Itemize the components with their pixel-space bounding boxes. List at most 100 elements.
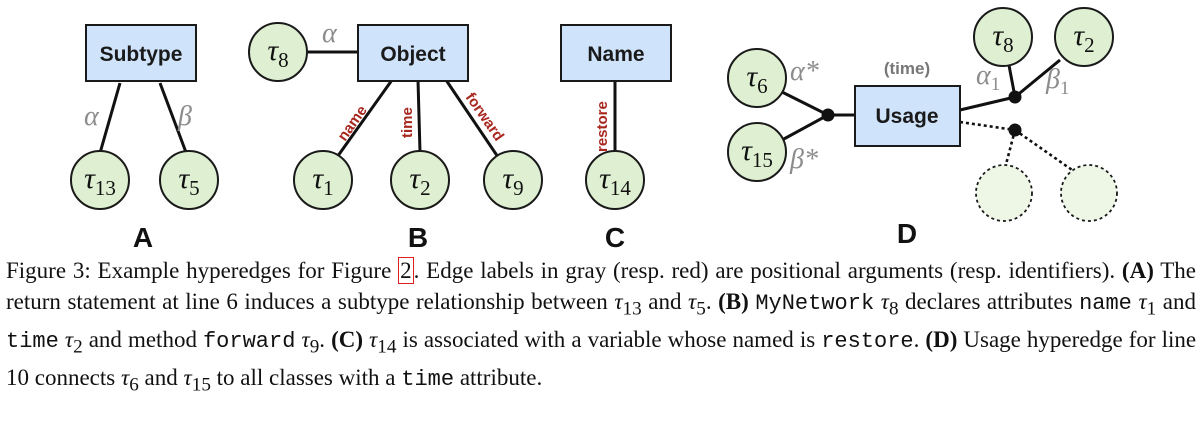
math-tau: τ <box>880 288 889 314</box>
node-tau2-d <box>1054 7 1114 67</box>
caption-figure-label: Figure 3: Example hyperedges for Figure <box>6 258 399 283</box>
caption-text: is associated with a variable whose name… <box>396 326 822 352</box>
caption-text: and method <box>82 326 203 352</box>
node-tau8 <box>248 22 308 82</box>
subtype-box <box>85 24 197 82</box>
node-tau8-d-label: τ8 <box>992 19 1013 57</box>
caption-tag-d: (D) <box>925 326 958 352</box>
edge-time <box>416 79 422 153</box>
math-tau: τ <box>1138 288 1147 314</box>
caption-paragraph: Figure 3: Example hyperedges for Figure … <box>6 256 1196 401</box>
object-box-label: Object <box>380 43 445 66</box>
edge-label-time: time <box>399 107 416 138</box>
math-sub: 14 <box>377 336 397 358</box>
node-tau2 <box>390 150 450 210</box>
alpha1-label: α1 <box>976 60 1000 95</box>
ghost-node-right <box>1060 164 1118 222</box>
caption-text-a: The return statement at line 6 induces a… <box>6 258 1197 314</box>
math-tau: τ <box>120 364 130 390</box>
caption-text: . <box>705 288 719 314</box>
panel-a: Subtype α β τ13 τ5 A <box>70 24 219 253</box>
panel-letter-b: B <box>408 222 428 253</box>
edge-alpha <box>96 82 122 161</box>
panel-letter-c: C <box>605 222 625 253</box>
math-tau: τ <box>64 326 74 352</box>
caption-text: attribute. <box>454 364 543 390</box>
edge-forward <box>444 79 502 161</box>
node-tau1-label: τ1 <box>312 162 333 200</box>
caption-tag-a: (A) <box>1121 258 1154 283</box>
hyperedge-diagram: Subtype α β τ13 τ5 A Object τ8 α name ti… <box>70 7 1118 253</box>
node-tau1 <box>293 150 353 210</box>
code-restore: restore <box>821 328 914 354</box>
panel-c: Name restore τ14 C <box>560 24 672 253</box>
node-tau2-d-label: τ2 <box>1073 19 1094 57</box>
node-tau8-label: τ8 <box>267 34 288 72</box>
usage-box-label: Usage <box>875 105 938 128</box>
panel-letter-a: A <box>133 222 153 253</box>
edge-label-restore: restore <box>594 101 611 152</box>
panel-b: Object τ8 α name time forward τ1 τ2 τ9 B <box>248 18 543 253</box>
node-tau9 <box>483 150 543 210</box>
caption-text: Usage hyperedge for line 10 connects <box>6 326 1197 390</box>
beta-label: β <box>177 101 192 132</box>
node-tau14 <box>585 150 645 210</box>
name-box-label: Name <box>587 43 644 66</box>
edge-label-name: name <box>334 102 370 144</box>
panel-letter-d: D <box>897 218 917 249</box>
math-tau: τ <box>301 326 310 352</box>
name-box <box>560 24 672 82</box>
caption-text: and <box>138 364 184 390</box>
right-hub-dot <box>1008 90 1022 104</box>
math-sub: 8 <box>888 298 899 320</box>
math-sub: 15 <box>191 374 211 396</box>
alpha-label: α <box>84 101 100 132</box>
code-time: time <box>401 366 455 392</box>
node-tau14-label: τ14 <box>599 162 631 200</box>
figure-reference-link[interactable]: 2 <box>398 257 414 284</box>
node-tau2-label: τ2 <box>409 162 430 200</box>
caption-text: and <box>1156 288 1197 314</box>
dotted-edge-right <box>1014 128 1076 174</box>
object-box <box>357 24 469 82</box>
alpha-star-label: α* <box>790 56 819 87</box>
caption-intro: . Edge labels in gray (resp. red) are po… <box>413 258 1122 283</box>
code-forward: forward <box>202 328 296 354</box>
math-sub: 9 <box>309 336 320 358</box>
math-sub: 13 <box>622 298 642 320</box>
math-tau: τ <box>688 288 697 314</box>
node-tau15-label: τ15 <box>741 134 773 172</box>
caption-tag-b: (B) <box>718 288 749 314</box>
caption-tag-c: (C) <box>331 326 363 352</box>
time-label: (time) <box>884 59 930 78</box>
math-sub: 2 <box>73 336 83 358</box>
caption-text: to all classes with a <box>210 364 402 390</box>
edge-beta <box>158 82 189 156</box>
beta-star-label: β* <box>789 144 818 175</box>
caption-text: and <box>641 288 688 314</box>
node-tau13-label: τ13 <box>84 162 116 200</box>
beta1-label: β1 <box>1045 64 1069 99</box>
math-tau: τ <box>183 364 192 390</box>
panel-d: Usage (time) τ6 τ15 α* β* τ8 τ2 α1 β1 D <box>727 7 1118 249</box>
math-tau: τ <box>614 288 623 314</box>
math-sub: 5 <box>696 298 706 320</box>
math-sub: 1 <box>1146 298 1157 320</box>
subtype-box-label: Subtype <box>100 43 183 66</box>
edge-alpha-star <box>781 90 829 117</box>
code-mynetwork: MyNetwork <box>755 290 875 316</box>
dotted-edge <box>959 120 1016 132</box>
alpha-label-b: α <box>322 18 338 49</box>
edge-name <box>333 79 394 161</box>
dotted-hub-dot <box>1008 123 1022 137</box>
node-tau8-d <box>973 7 1033 67</box>
node-tau13 <box>70 150 130 210</box>
edge-right-hub <box>959 95 1016 112</box>
node-tau6 <box>727 48 787 108</box>
edge-beta-star <box>781 113 829 142</box>
usage-box <box>854 85 961 147</box>
code-time: time <box>6 328 59 354</box>
caption-text: . <box>913 326 926 352</box>
node-tau15 <box>727 122 787 182</box>
node-tau5-label: τ5 <box>178 162 199 200</box>
